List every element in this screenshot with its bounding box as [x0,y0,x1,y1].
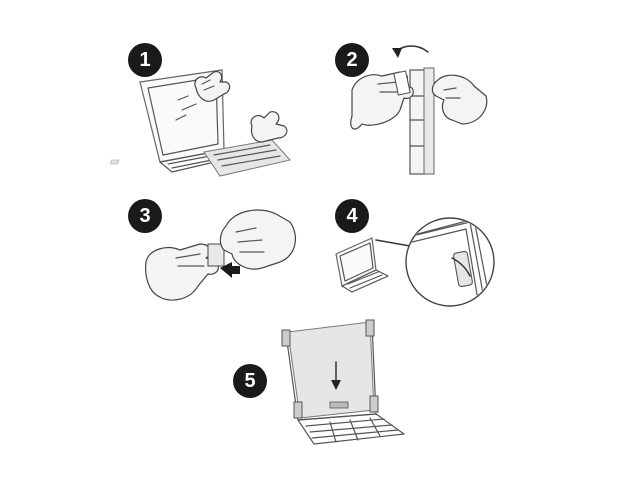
step-3-illustration [145,209,297,301]
step-2-number: 2 [346,48,358,71]
step-5-number: 5 [244,369,256,392]
hand-peeling [250,111,288,143]
laptop-keyboard [297,413,405,445]
push-arrow-icon [220,262,240,278]
right-hand [431,74,488,125]
step-1-number: 1 [139,48,151,71]
right-hand-3 [219,209,297,270]
step-1-illustration [109,69,291,177]
step-4-number: 4 [346,204,358,227]
zoom-circle [405,217,495,307]
adhesive-tab [207,243,225,267]
step-1-badge: 1 [128,43,162,77]
step-4-badge: 4 [335,199,369,233]
tab-closeup [453,250,473,288]
step-4-illustration [335,217,495,307]
step-3-number: 3 [139,204,151,227]
zoom-pointer [375,239,411,247]
step-3-badge: 3 [128,199,162,233]
step-5-illustration [281,319,405,445]
step-2-illustration [350,45,488,175]
step-2-badge: 2 [335,43,369,77]
left-hand-3 [145,243,220,301]
cleaning-pad [203,139,291,177]
step-5-badge: 5 [233,364,267,398]
